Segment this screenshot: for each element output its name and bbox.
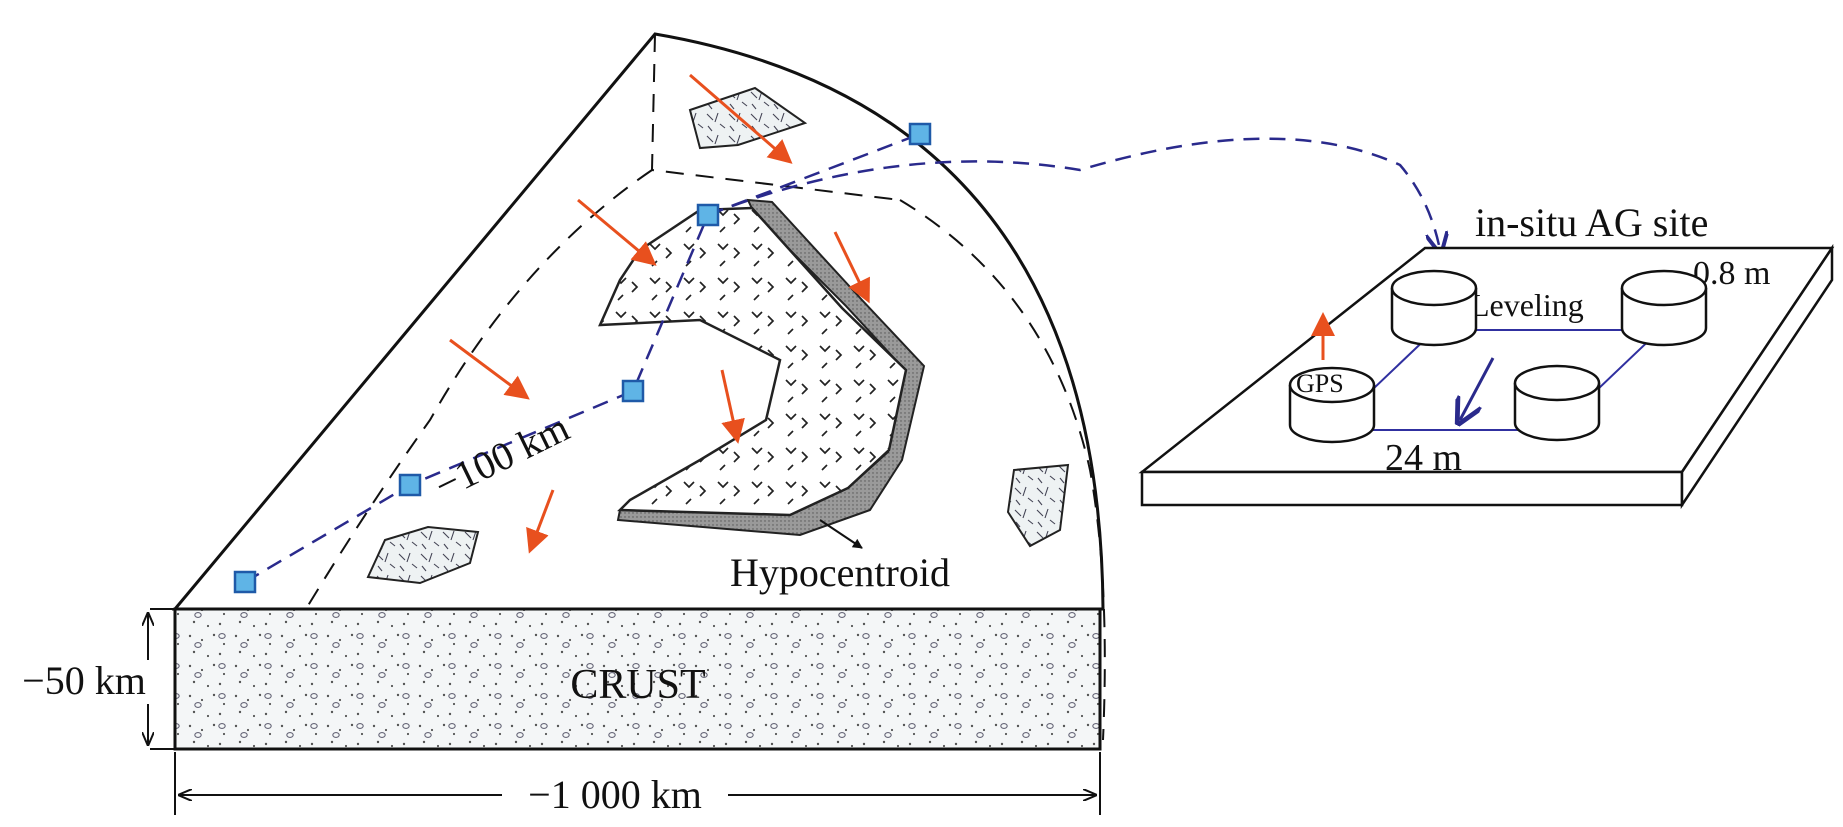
red-arrow-icon	[689, 73, 793, 164]
square-station-icon	[621, 379, 645, 403]
red-arrow-icon	[526, 489, 555, 554]
square-station-icon	[696, 203, 720, 227]
width-dimension: −1 000 km	[174, 752, 1101, 818]
red-arrow-icon	[720, 369, 745, 444]
hatched-block-right	[1006, 463, 1070, 548]
leveling-label: Leveling	[1470, 287, 1584, 323]
hatched-block-left	[366, 525, 480, 585]
motion-arrows	[449, 73, 870, 554]
hypocentroid-label: Hypocentroid	[730, 550, 950, 595]
cylinder-icon	[1513, 364, 1601, 442]
site-title: in-situ AG site	[1475, 200, 1708, 245]
crust-block: CRUST	[173, 607, 1102, 751]
depth-label: −50 km	[22, 658, 146, 703]
ag-site: in-situ AG site Leveling 24 m 0.8 m	[1138, 200, 1835, 510]
gps-label: GPS	[1296, 369, 1344, 398]
hatched-block-top	[688, 86, 808, 150]
width-label: −1 000 km	[528, 772, 702, 817]
link-to-site-arrow	[707, 137, 1440, 250]
red-arrow-icon	[449, 338, 530, 400]
crust-label: CRUST	[570, 662, 705, 708]
cylinder-icon	[1390, 269, 1478, 347]
fault-zone: Hypocentroid	[598, 198, 950, 595]
depth-dimension: −50 km	[2, 608, 175, 750]
baseline-label: 24 m	[1385, 437, 1462, 479]
hatched-blocks	[366, 86, 1070, 585]
square-station-icon	[908, 122, 932, 146]
cylinder-icon	[1288, 366, 1376, 444]
red-arrow-icon	[577, 198, 657, 266]
cylinder-icon	[1620, 269, 1708, 347]
square-station-icon	[233, 570, 257, 594]
red-arrow-icon	[833, 231, 870, 304]
dashed-boundaries	[229, 33, 1106, 741]
square-station-icon	[398, 473, 422, 497]
